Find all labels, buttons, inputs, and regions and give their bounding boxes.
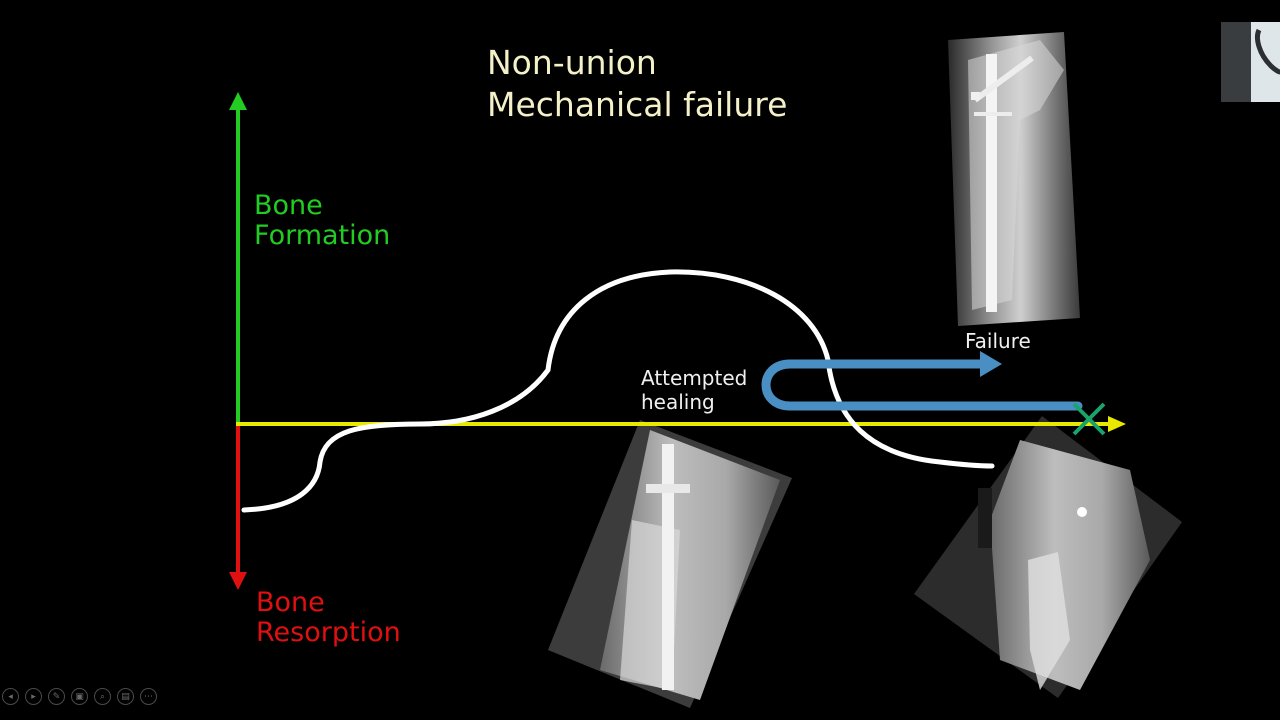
xray-femur-attempted-healing bbox=[548, 420, 792, 708]
failure-arrow bbox=[761, 359, 1083, 411]
attempted-healing-line-1: Attempted bbox=[641, 366, 748, 390]
attempted-healing-line-2: healing bbox=[641, 390, 715, 414]
title-line-2: Mechanical failure bbox=[487, 85, 788, 124]
time-axis-arrowhead bbox=[1108, 416, 1126, 432]
resorption-arrowhead bbox=[229, 572, 247, 590]
xray-femur-failure bbox=[948, 32, 1080, 326]
healing-curve bbox=[241, 269, 995, 513]
previous-slide-button[interactable]: ◂ bbox=[2, 688, 19, 705]
zoom-button[interactable]: ⌕ bbox=[94, 688, 111, 705]
xray-femur-fracture bbox=[914, 416, 1182, 698]
title-line-1: Non-union bbox=[487, 43, 657, 82]
pen-tool-button[interactable]: ✎ bbox=[48, 688, 65, 705]
bone-formation-label-line-2: Formation bbox=[254, 220, 391, 252]
bone-resorption-label: Bone Resorption bbox=[256, 587, 401, 649]
subtitles-button[interactable]: ▤ bbox=[117, 688, 134, 705]
bone-formation-label: Bone Formation bbox=[254, 190, 391, 252]
formation-arrowhead bbox=[229, 92, 247, 110]
call-thumbnail[interactable] bbox=[1221, 22, 1280, 102]
more-options-button[interactable]: ⋯ bbox=[140, 688, 157, 705]
presentation-toolbar: ◂ ▸ ✎ ▣ ⌕ ▤ ⋯ bbox=[2, 688, 157, 705]
bone-resorption-label-line-2: Resorption bbox=[256, 617, 401, 649]
bone-formation-label-line-1: Bone bbox=[254, 190, 323, 221]
slides-overview-button[interactable]: ▣ bbox=[71, 688, 88, 705]
failure-cross-mark bbox=[1072, 402, 1106, 436]
phone-icon bbox=[1251, 22, 1280, 102]
failure-label: Failure bbox=[965, 329, 1031, 353]
attempted-healing-label: Attempted healing bbox=[641, 366, 747, 414]
next-slide-button[interactable]: ▸ bbox=[25, 688, 42, 705]
bone-resorption-label-line-1: Bone bbox=[256, 587, 325, 618]
failure-arrowhead bbox=[980, 351, 1002, 377]
